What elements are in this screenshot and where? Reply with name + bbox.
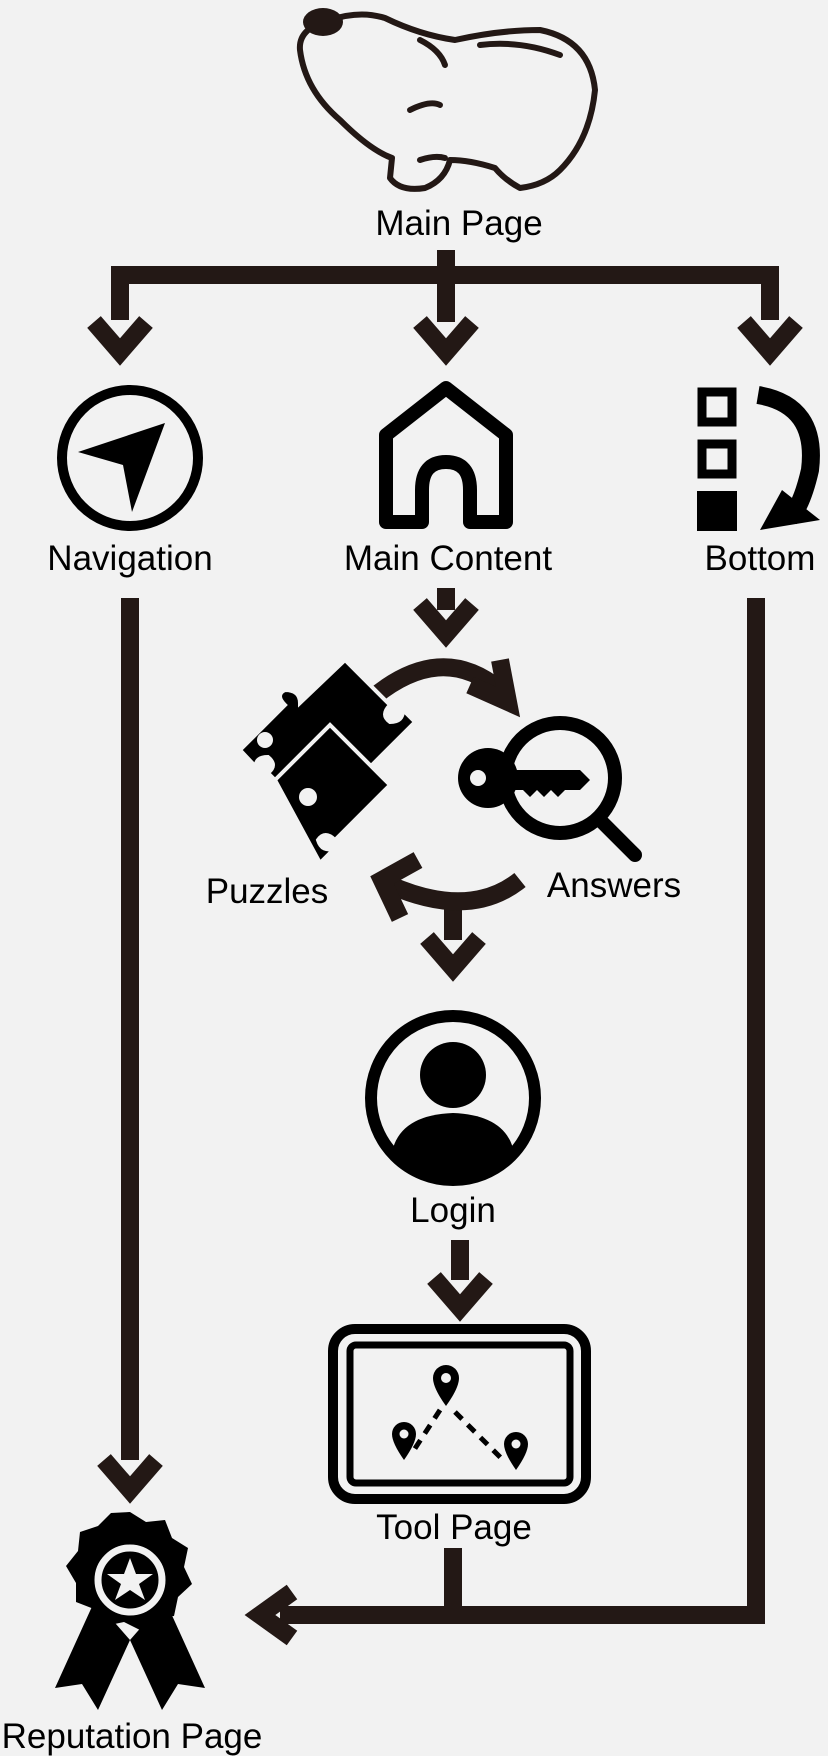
arrowhead-tool <box>427 1272 493 1322</box>
connector-bottom-reputation <box>280 598 765 1624</box>
key-search-icon <box>458 716 642 862</box>
arrowhead-reputation-left <box>244 1584 298 1646</box>
puzzle-icon <box>237 657 418 867</box>
tool-page-label: Tool Page <box>376 1508 532 1547</box>
list-rotate-icon <box>697 386 820 531</box>
award-badge-icon <box>55 1512 205 1710</box>
puzzles-label: Puzzles <box>206 872 329 911</box>
arrowhead-main-content <box>413 316 479 366</box>
arrowhead-login <box>420 932 486 982</box>
connectors <box>111 250 779 1624</box>
main-page-label: Main Page <box>375 204 542 243</box>
login-label: Login <box>410 1191 496 1230</box>
cycle-arcs <box>364 658 526 922</box>
arc-head-puzzles <box>370 852 423 922</box>
reputation-page-label: Reputation Page <box>2 1717 263 1756</box>
navigation-arrow-icon <box>57 385 203 531</box>
home-icon <box>379 381 513 529</box>
bottom-label: Bottom <box>705 539 816 578</box>
arc-answers-puzzles <box>386 872 526 911</box>
main-content-label: Main Content <box>344 539 552 578</box>
arc-head-answers <box>466 658 521 718</box>
bear-icon <box>296 11 598 192</box>
navigation-label: Navigation <box>47 539 212 578</box>
arrowhead-reputation-down <box>97 1454 163 1504</box>
answers-label: Answers <box>547 866 681 905</box>
map-route-icon <box>328 1324 591 1504</box>
bear-nose-icon <box>303 8 343 36</box>
arrowhead-navigation <box>87 316 153 366</box>
arrowheads <box>87 316 803 1646</box>
connector-split-bar <box>111 266 779 320</box>
arc-puzzles-answers <box>364 658 506 707</box>
arrowhead-bottom <box>737 316 803 366</box>
user-avatar-icon <box>365 1010 541 1186</box>
arrowhead-content-cycle <box>413 598 479 648</box>
